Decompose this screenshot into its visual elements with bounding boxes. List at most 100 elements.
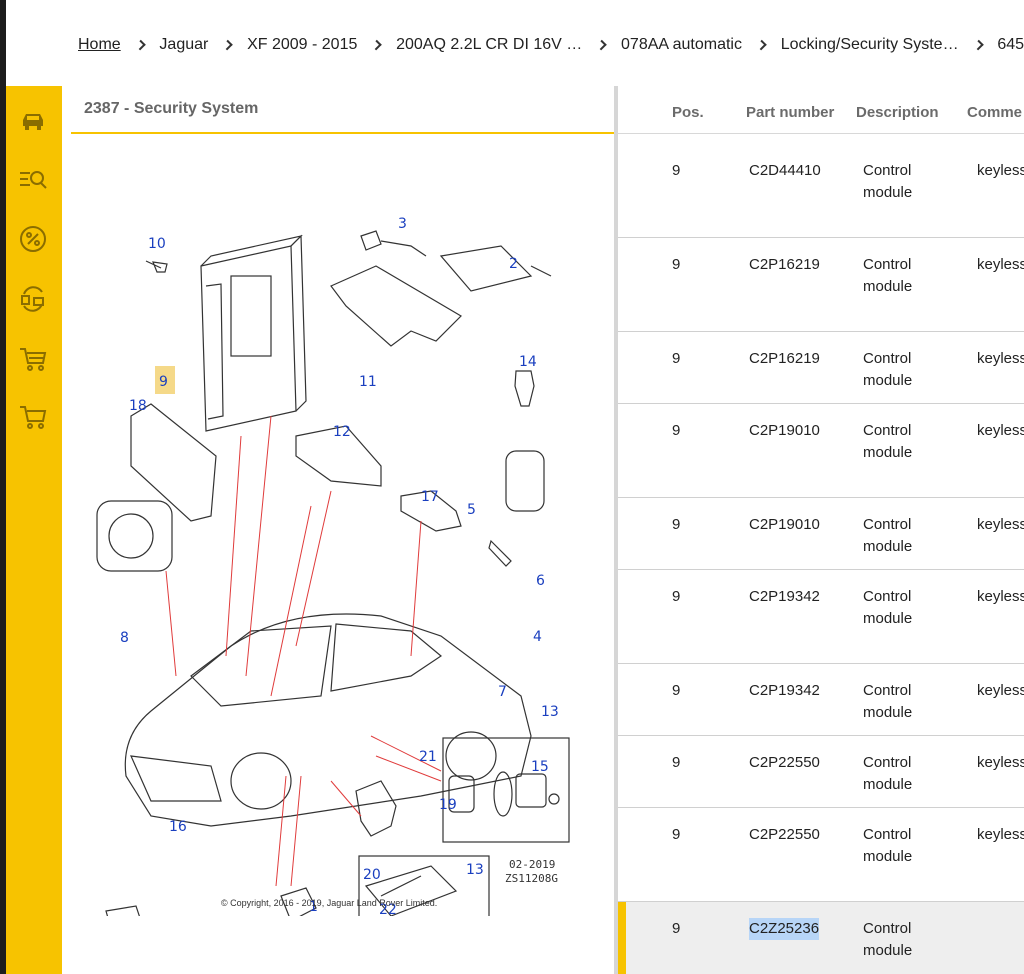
table-row[interactable]: 9 C2P19010 Control module keyless bbox=[618, 498, 1024, 570]
column-header-description[interactable]: Description bbox=[856, 104, 939, 121]
chevron-right-icon bbox=[371, 39, 382, 51]
battery-part bbox=[400, 490, 462, 532]
diagram-copyright: © Copyright, 2016 - 2019, Jaguar Land Ro… bbox=[221, 898, 438, 908]
cell-part-number[interactable]: C2Z25236 bbox=[749, 918, 820, 940]
cell-part-number: C2D44410 bbox=[749, 162, 821, 179]
table-row[interactable]: 9 C2P22550 Control module keyless bbox=[618, 808, 1024, 902]
panel-divider[interactable] bbox=[614, 86, 618, 974]
table-row[interactable]: 9 C2P19010 Control module keyless bbox=[618, 404, 1024, 498]
title-underline bbox=[71, 132, 614, 134]
control-module-part bbox=[200, 245, 297, 432]
callout-12[interactable]: 12 bbox=[333, 424, 351, 440]
diagram-date-code: 02-2019 bbox=[509, 858, 556, 871]
callout-4[interactable]: 4 bbox=[533, 629, 542, 645]
callout-3[interactable]: 3 bbox=[398, 216, 407, 232]
emitter-part bbox=[488, 539, 512, 567]
cell-comment: keyless bbox=[977, 588, 1024, 605]
cell-part-number: C2P22550 bbox=[749, 826, 820, 843]
percent-icon[interactable] bbox=[18, 224, 48, 254]
chevron-right-icon bbox=[134, 39, 146, 51]
callout-5[interactable]: 5 bbox=[467, 502, 476, 518]
chevron-right-icon bbox=[222, 39, 233, 51]
chevron-right-icon bbox=[756, 39, 767, 51]
cell-pos: 9 bbox=[672, 350, 681, 367]
table-row[interactable]: 9 C2P19342 Control module keyless bbox=[618, 570, 1024, 664]
table-row[interactable]: 9 C2P16219 Control module keyless bbox=[618, 238, 1024, 332]
parts-table: Pos. Part number Description Comme 9 C2D… bbox=[618, 86, 1024, 974]
callout-11[interactable]: 11 bbox=[359, 374, 377, 390]
table-row[interactable]: 9 C2P19342 Control module keyless bbox=[618, 664, 1024, 736]
cell-pos: 9 bbox=[672, 754, 681, 771]
exchange-icon[interactable] bbox=[18, 284, 48, 314]
callout-18[interactable]: 18 bbox=[129, 398, 147, 414]
callout-1[interactable]: 1 bbox=[309, 899, 318, 915]
diagram-panel: 2387 - Security System bbox=[71, 86, 614, 974]
exploded-diagram[interactable]: 10 3 2 9 11 14 18 12 17 5 6 8 4 7 13 21 … bbox=[91, 176, 581, 916]
table-row[interactable]: 9 C2P22550 Control module keyless bbox=[618, 736, 1024, 808]
cart-outline-icon[interactable] bbox=[18, 402, 48, 432]
callout-13[interactable]: 13 bbox=[541, 704, 559, 720]
breadcrumb-make[interactable]: Jaguar bbox=[159, 36, 209, 53]
callout-17[interactable]: 17 bbox=[421, 489, 439, 505]
column-header-comment[interactable]: Comme bbox=[967, 104, 1023, 121]
callout-15[interactable]: 15 bbox=[531, 759, 549, 775]
diagram-title: 2387 - Security System bbox=[84, 100, 259, 117]
cell-description: Control module bbox=[863, 422, 913, 461]
table-row[interactable]: 9 C2D44410 Control module keyless bbox=[618, 144, 1024, 238]
column-header-pos[interactable]: Pos. bbox=[672, 104, 704, 121]
callout-7[interactable]: 7 bbox=[498, 684, 507, 700]
key-inset-box bbox=[442, 737, 570, 843]
bolt-part bbox=[145, 260, 168, 273]
cell-description: Control module bbox=[863, 588, 913, 627]
callout-16[interactable]: 16 bbox=[169, 819, 187, 835]
search-list-icon[interactable] bbox=[18, 164, 48, 194]
key-fob-part bbox=[505, 450, 545, 512]
callout-8[interactable]: 8 bbox=[120, 630, 129, 646]
immobilizer-part bbox=[355, 780, 397, 837]
breadcrumb-category[interactable]: Locking/Security Syste… bbox=[780, 36, 959, 53]
sensor-bracket-part bbox=[130, 403, 217, 522]
cell-pos: 9 bbox=[672, 920, 681, 937]
clip-part bbox=[514, 370, 535, 407]
breadcrumb-model[interactable]: XF 2009 - 2015 bbox=[247, 36, 358, 53]
column-header-part-number[interactable]: Part number bbox=[746, 104, 835, 121]
callout-10[interactable]: 10 bbox=[148, 236, 166, 252]
cell-description: Control module bbox=[863, 516, 913, 555]
cell-description: Control module bbox=[863, 350, 913, 389]
cell-comment: keyless bbox=[977, 826, 1024, 843]
breadcrumb-home[interactable]: Home bbox=[78, 36, 121, 53]
cell-comment: keyless bbox=[977, 754, 1024, 771]
breadcrumb-group[interactable]: 645 bbox=[997, 36, 1024, 53]
cell-comment: keyless bbox=[977, 350, 1024, 367]
callout-22[interactable]: 22 bbox=[379, 902, 397, 916]
cart-icon[interactable] bbox=[18, 344, 48, 374]
table-row-selected[interactable]: 9 C2Z25236 Control module bbox=[618, 902, 1024, 974]
cell-comment: keyless bbox=[977, 256, 1024, 273]
table-row[interactable]: 9 C2P16219 Control module keyless bbox=[618, 332, 1024, 404]
chevron-right-icon bbox=[972, 39, 984, 51]
callout-21[interactable]: 21 bbox=[419, 749, 437, 765]
callout-19[interactable]: 19 bbox=[439, 797, 457, 813]
breadcrumb-engine[interactable]: 200AQ 2.2L CR DI 16V … bbox=[396, 36, 583, 53]
callout-14[interactable]: 14 bbox=[519, 354, 537, 370]
cell-description: Control module bbox=[863, 754, 913, 793]
callout-6[interactable]: 6 bbox=[536, 573, 545, 589]
cell-comment: keyless bbox=[977, 516, 1024, 533]
cell-part-number: C2P19010 bbox=[749, 422, 820, 439]
smart-key-box bbox=[358, 855, 490, 916]
cell-pos: 9 bbox=[672, 162, 681, 179]
antenna-part bbox=[439, 245, 552, 292]
breadcrumb-transmission[interactable]: 078AA automatic bbox=[621, 36, 742, 53]
header-area bbox=[6, 0, 1024, 86]
cell-part-number: C2P19342 bbox=[749, 588, 820, 605]
siren-part bbox=[96, 500, 173, 572]
cell-part-number: C2P19010 bbox=[749, 516, 820, 533]
cell-part-number: C2P22550 bbox=[749, 754, 820, 771]
car-icon[interactable] bbox=[18, 106, 48, 136]
callout-13b[interactable]: 13 bbox=[466, 862, 484, 878]
callout-2[interactable]: 2 bbox=[509, 256, 518, 272]
callout-20[interactable]: 20 bbox=[363, 867, 381, 883]
cell-comment: keyless bbox=[977, 162, 1024, 179]
table-header: Pos. Part number Description Comme bbox=[618, 86, 1024, 134]
callout-9[interactable]: 9 bbox=[159, 374, 168, 390]
